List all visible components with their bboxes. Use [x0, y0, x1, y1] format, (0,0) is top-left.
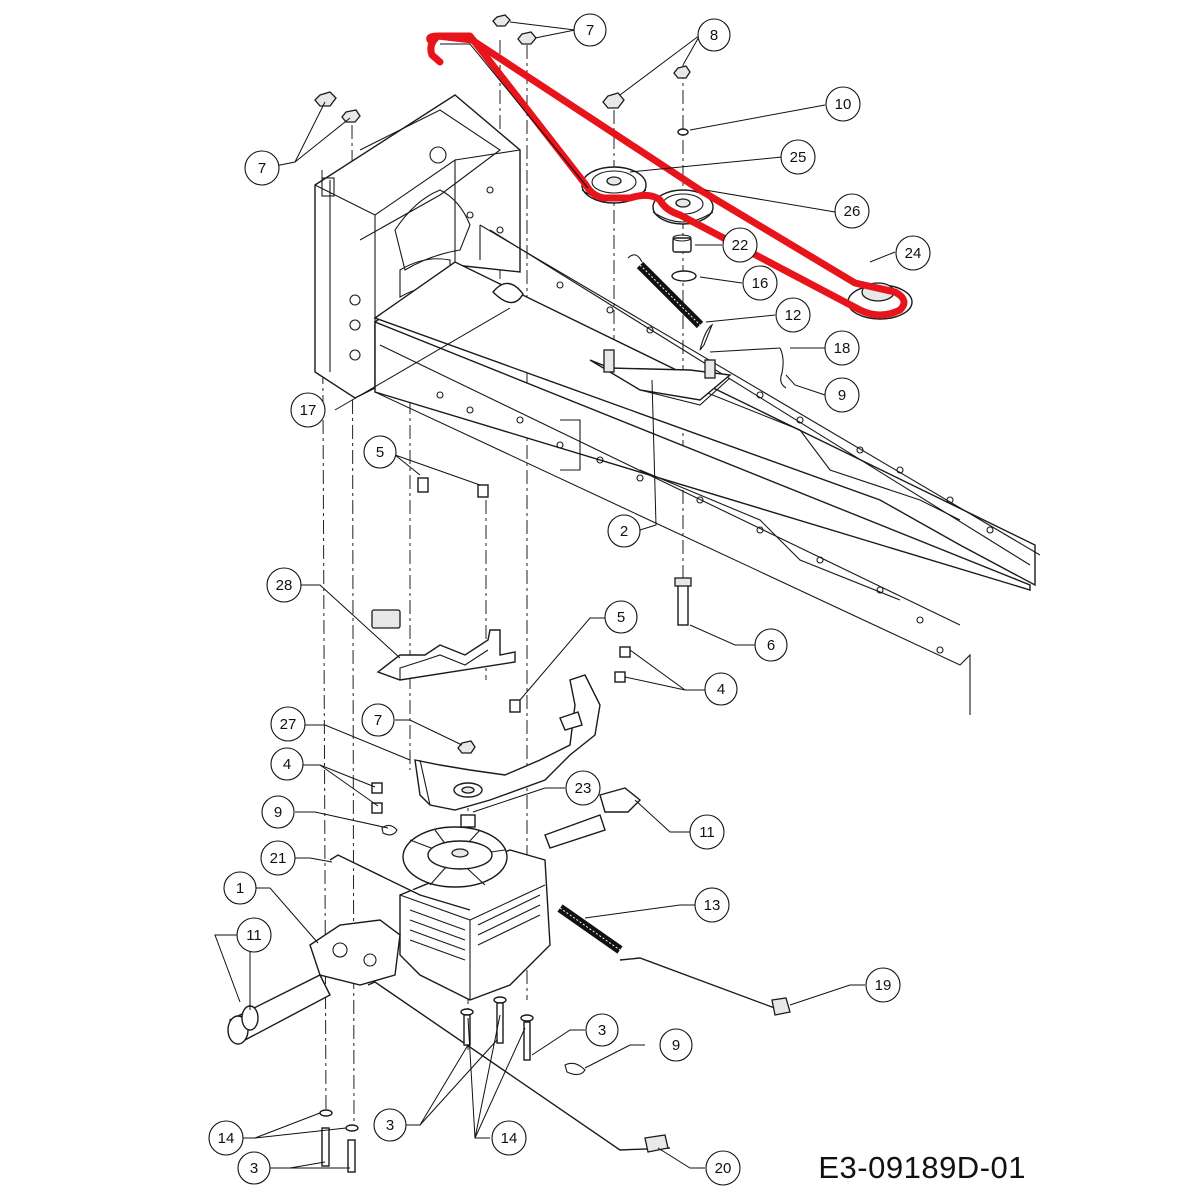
svg-text:24: 24 [905, 245, 922, 262]
callout-6: 6 [754, 628, 788, 662]
frame-tab-17 [492, 282, 524, 304]
svg-text:14: 14 [501, 1130, 518, 1147]
washer-16 [671, 270, 697, 282]
svg-text:11: 11 [699, 824, 715, 841]
svg-text:8: 8 [710, 27, 718, 44]
svg-text:22: 22 [732, 237, 749, 254]
svg-text:16: 16 [752, 275, 769, 292]
svg-text:21: 21 [270, 850, 287, 867]
callout-3: 3 [373, 1108, 407, 1142]
svg-text:9: 9 [672, 1037, 680, 1054]
transaxle-1 [227, 814, 606, 1045]
callout-14: 14 [491, 1120, 527, 1156]
svg-text:3: 3 [386, 1117, 394, 1134]
spacer-22 [672, 234, 692, 253]
svg-text:28: 28 [276, 577, 293, 594]
callout-23: 23 [565, 770, 601, 806]
callout-5: 5 [604, 600, 638, 634]
callout-4: 4 [704, 672, 738, 706]
callout-11: 11 [236, 917, 272, 953]
callout-bubbles: 7 8 10 7 25 26 22 24 16 12 18 9 17 5 2 2… [208, 13, 931, 1186]
lower-bolts-washers [319, 824, 586, 1173]
callout-1: 1 [223, 871, 257, 905]
svg-text:20: 20 [715, 1160, 732, 1177]
drawing-number: E3-09189D-01 [818, 1150, 1026, 1185]
callout-11: 11 [689, 814, 725, 850]
svg-text:4: 4 [283, 756, 291, 773]
svg-text:9: 9 [838, 387, 846, 404]
callout-24: 24 [895, 235, 931, 271]
callout-27: 27 [270, 706, 306, 742]
side-frame-rails [373, 224, 1041, 715]
callout-28: 28 [266, 567, 302, 603]
svg-text:3: 3 [250, 1160, 258, 1177]
callout-3: 3 [237, 1151, 271, 1185]
svg-text:17: 17 [300, 402, 317, 419]
bracket-28 [371, 609, 516, 681]
rods-and-springs [329, 787, 791, 1153]
svg-text:11: 11 [246, 927, 262, 944]
callout-12: 12 [775, 297, 811, 333]
callout-13: 13 [694, 887, 730, 923]
rear-frame-plate [314, 94, 521, 399]
callout-22: 22 [722, 227, 758, 263]
callout-7: 7 [573, 13, 607, 47]
callout-19: 19 [865, 967, 901, 1003]
callout-18: 18 [824, 330, 860, 366]
drive-belt-24 [426, 32, 908, 319]
svg-text:9: 9 [274, 804, 282, 821]
svg-text:4: 4 [717, 681, 725, 698]
callout-10: 10 [825, 86, 861, 122]
bracket-27 [414, 674, 601, 811]
svg-text:18: 18 [834, 340, 851, 357]
svg-text:23: 23 [575, 780, 592, 797]
callout-5: 5 [363, 435, 397, 469]
callout-4: 4 [270, 747, 304, 781]
tension-spring [627, 254, 704, 329]
svg-text:6: 6 [767, 637, 775, 654]
callout-8: 8 [697, 18, 731, 52]
callout-9: 9 [261, 795, 295, 829]
svg-text:1: 1 [236, 880, 244, 897]
svg-text:12: 12 [785, 307, 802, 324]
idler-pulley-26 [652, 189, 714, 225]
callout-16: 16 [742, 265, 778, 301]
callout-7: 7 [244, 150, 280, 186]
svg-text:7: 7 [258, 160, 266, 177]
callout-21: 21 [260, 840, 296, 876]
callout-3: 3 [585, 1013, 619, 1047]
bolts [371, 477, 692, 814]
svg-text:5: 5 [617, 609, 625, 626]
idler-bracket [589, 323, 787, 406]
svg-text:7: 7 [586, 22, 594, 39]
svg-text:25: 25 [790, 149, 807, 166]
svg-text:26: 26 [844, 203, 861, 220]
callout-25: 25 [780, 139, 816, 175]
callout-26: 26 [834, 193, 870, 229]
callout-14: 14 [208, 1120, 244, 1156]
svg-text:27: 27 [280, 716, 297, 733]
callout-9: 9 [659, 1028, 693, 1062]
callout-2: 2 [607, 514, 641, 548]
callout-9: 9 [824, 377, 860, 413]
svg-text:13: 13 [704, 897, 721, 914]
svg-text:5: 5 [376, 444, 384, 461]
callout-20: 20 [705, 1150, 741, 1186]
callout-17: 17 [290, 392, 326, 428]
svg-text:3: 3 [598, 1022, 606, 1039]
svg-text:2: 2 [620, 523, 628, 540]
svg-text:10: 10 [835, 96, 852, 113]
callout-7: 7 [361, 703, 395, 737]
svg-text:19: 19 [875, 977, 892, 994]
hex-nuts [314, 14, 691, 754]
svg-text:7: 7 [374, 712, 382, 729]
svg-text:14: 14 [218, 1130, 235, 1147]
cooling-fan [402, 814, 508, 888]
